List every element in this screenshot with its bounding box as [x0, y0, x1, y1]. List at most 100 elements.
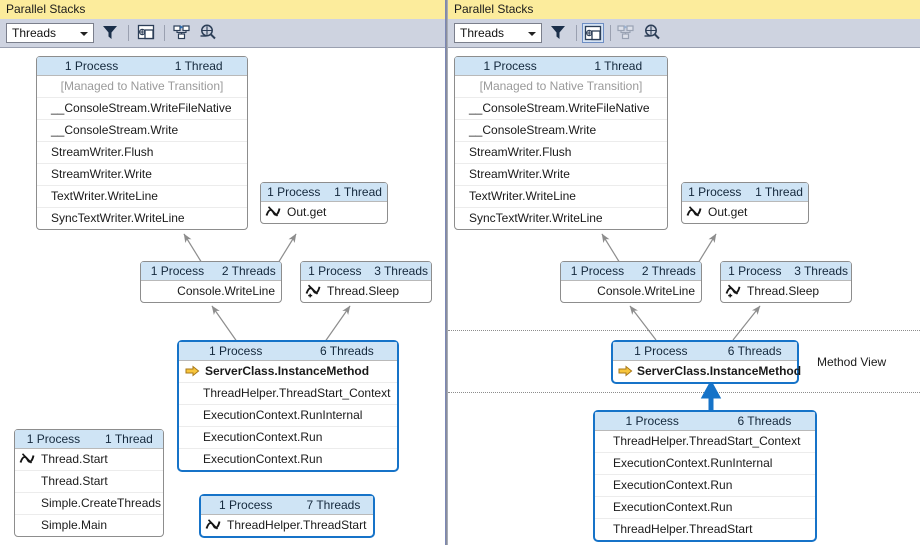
filter-icon[interactable]: [548, 23, 570, 43]
stack-frame-row[interactable]: [Managed to Native Transition]: [37, 76, 247, 98]
chevron-down-icon: [528, 32, 536, 36]
stack-frame-row[interactable]: Thread.Sleep: [721, 281, 851, 302]
stack-box-native-transition[interactable]: 1 Process 1 Thread [Managed to Native Tr…: [454, 56, 668, 230]
stack-frame-row[interactable]: ExecutionContext.RunInternal: [595, 453, 815, 475]
current-frame-arrow-icon: [618, 365, 636, 380]
stack-frame-row[interactable]: ServerClass.InstanceMethod: [179, 361, 397, 383]
stack-box-header: 1 Process 6 Threads: [613, 342, 797, 361]
pane-title-bar: Parallel Stacks: [448, 0, 920, 20]
stack-frame-row[interactable]: Simple.CreateThreads: [15, 493, 163, 515]
threads-marker-plus-icon: [305, 284, 323, 299]
thread-count: 7 Threads: [306, 498, 361, 512]
stack-frame-label: ExecutionContext.Run: [613, 500, 733, 514]
stack-frame-row[interactable]: ExecutionContext.Run: [595, 497, 815, 519]
thread-count: 6 Threads: [727, 344, 782, 358]
zoom-control-icon[interactable]: [642, 23, 666, 43]
stack-frame-row[interactable]: Thread.Start: [15, 471, 163, 493]
stack-box-header: 1 Process 1 Thread: [37, 57, 247, 76]
stack-box-thread-sleep[interactable]: 1 Process 3 Threads Thread.Sleep: [720, 261, 852, 303]
stack-box-out-get[interactable]: 1 Process 1 Thread Out.get: [681, 182, 809, 224]
stack-frame-row[interactable]: Thread.Sleep: [301, 281, 431, 302]
stack-box-native-transition[interactable]: 1 Process 1 Thread [Managed to Native Tr…: [36, 56, 248, 230]
stack-frame-label: StreamWriter.Write: [51, 167, 152, 181]
view-mode-select[interactable]: Threads: [454, 23, 542, 43]
stack-frame-row[interactable]: SyncTextWriter.WriteLine: [37, 208, 247, 229]
stack-frame-label: __ConsoleStream.WriteFileNative: [51, 101, 232, 115]
stack-frame-label: ExecutionContext.Run: [203, 430, 323, 444]
stack-frame-label: Console.WriteLine: [597, 284, 695, 298]
stack-box-header: 1 Process 6 Threads: [595, 412, 815, 431]
stack-box-header: 1 Process 2 Threads: [561, 262, 701, 281]
stack-box-out-get[interactable]: 1 Process 1 Thread Out.get: [260, 182, 388, 224]
threads-marker-icon: [265, 205, 283, 220]
stack-frame-row[interactable]: StreamWriter.Flush: [455, 142, 667, 164]
process-count: 1 Process: [688, 185, 742, 199]
stack-frame-label: ThreadHelper.ThreadStart: [613, 522, 753, 536]
stack-frame-row[interactable]: ExecutionContext.Run: [179, 427, 397, 449]
method-view-divider-bottom: [448, 392, 920, 393]
stack-box-header: 1 Process 1 Thread: [261, 183, 387, 202]
stack-frame-label: SyncTextWriter.WriteLine: [469, 211, 603, 225]
stack-frame-label: StreamWriter.Flush: [469, 145, 572, 159]
stack-box-header: 1 Process 6 Threads: [179, 342, 397, 361]
stack-frame-row[interactable]: StreamWriter.Write: [455, 164, 667, 186]
stack-frame-row[interactable]: ExecutionContext.Run: [595, 475, 815, 497]
filter-icon[interactable]: [100, 23, 122, 43]
auto-scroll-to-current-stack-frame-icon[interactable]: [172, 23, 194, 43]
stack-frame-label: ThreadHelper.ThreadStart_Context: [613, 434, 801, 448]
stack-frame-row[interactable]: ThreadHelper.ThreadStart_Context: [179, 383, 397, 405]
stack-frame-label: Out.get: [708, 205, 748, 219]
process-count: 1 Process: [728, 264, 782, 278]
stack-frame-row[interactable]: __ConsoleStream.Write: [37, 120, 247, 142]
stack-box-serverclass-instancemethod[interactable]: 1 Process 6 Threads ServerClass.Instance…: [611, 340, 801, 384]
stack-box-serverclass-instancemethod[interactable]: 1 Process 6 Threads ServerClass.Instance…: [177, 340, 399, 472]
process-count: 1 Process: [150, 264, 205, 278]
pane-splitter[interactable]: [445, 0, 448, 545]
stack-frame-label: __ConsoleStream.Write: [51, 123, 179, 137]
stack-frame-label: __ConsoleStream.Write: [469, 123, 597, 137]
stack-frame-row[interactable]: Simple.Main: [15, 515, 163, 536]
stack-frame-row[interactable]: __ConsoleStream.WriteFileNative: [455, 98, 667, 120]
stack-frame-row[interactable]: ThreadHelper.ThreadStart_Context: [595, 431, 815, 453]
thread-count: 1 Thread: [334, 185, 382, 199]
stack-frame-row[interactable]: Out.get: [682, 202, 808, 223]
stack-frame-row[interactable]: [Managed to Native Transition]: [455, 76, 667, 98]
thread-count: 6 Threads: [319, 344, 374, 358]
toolbar-separator: [164, 25, 165, 41]
stack-frame-row[interactable]: Console.WriteLine: [141, 281, 281, 302]
stack-box-console-writeline[interactable]: 1 Process 2 Threads Console.WriteLine: [140, 261, 282, 303]
stack-frame-row[interactable]: StreamWriter.Write: [37, 164, 247, 186]
stack-frame-row[interactable]: StreamWriter.Flush: [37, 142, 247, 164]
stack-frame-row[interactable]: ExecutionContext.Run: [179, 449, 397, 470]
stack-frame-row[interactable]: ServerClass.InstanceMethod: [613, 361, 801, 382]
stack-frame-row[interactable]: TextWriter.WriteLine: [455, 186, 667, 208]
view-mode-select[interactable]: Threads: [6, 23, 94, 43]
stack-frame-row[interactable]: ThreadHelper.ThreadStart: [595, 519, 815, 540]
stack-frame-row[interactable]: SyncTextWriter.WriteLine: [455, 208, 667, 229]
stack-box-console-writeline[interactable]: 1 Process 2 Threads Console.WriteLine: [560, 261, 702, 303]
stack-box-thread-sleep[interactable]: 1 Process 3 Threads Thread.Sleep: [300, 261, 432, 303]
stack-frame-row[interactable]: __ConsoleStream.Write: [455, 120, 667, 142]
zoom-control-icon[interactable]: [198, 23, 222, 43]
stack-frame-row[interactable]: Thread.Start: [15, 449, 163, 471]
stack-frame-row[interactable]: Console.WriteLine: [561, 281, 701, 302]
toggle-method-view-icon[interactable]: [582, 23, 604, 43]
process-count: 1 Process: [64, 59, 119, 73]
stack-frame-label: ThreadHelper.ThreadStart: [227, 518, 367, 532]
thread-count: 3 Threads: [374, 264, 428, 278]
stack-frame-row[interactable]: TextWriter.WriteLine: [37, 186, 247, 208]
stack-frame-row[interactable]: Out.get: [261, 202, 387, 223]
toolbar: Threads: [448, 19, 920, 48]
toggle-method-view-icon[interactable]: [136, 23, 158, 43]
toolbar-separator: [128, 25, 129, 41]
stack-frame-row[interactable]: __ConsoleStream.WriteFileNative: [37, 98, 247, 120]
stack-box-threadhelper-threadstart[interactable]: 1 Process 7 Threads ThreadHelper.ThreadS…: [199, 494, 375, 538]
stack-frame-row[interactable]: ExecutionContext.RunInternal: [179, 405, 397, 427]
process-count: 1 Process: [267, 185, 321, 199]
stack-frame-row[interactable]: ThreadHelper.ThreadStart: [201, 515, 373, 536]
stack-box-main-thread[interactable]: 1 Process 1 Thread Thread.Start Thread.S…: [14, 429, 164, 537]
stack-box-callers-threadhelper[interactable]: 1 Process 6 Threads ThreadHelper.ThreadS…: [593, 410, 817, 542]
stack-frame-label: Simple.Main: [41, 518, 108, 532]
thread-count: 1 Thread: [755, 185, 803, 199]
